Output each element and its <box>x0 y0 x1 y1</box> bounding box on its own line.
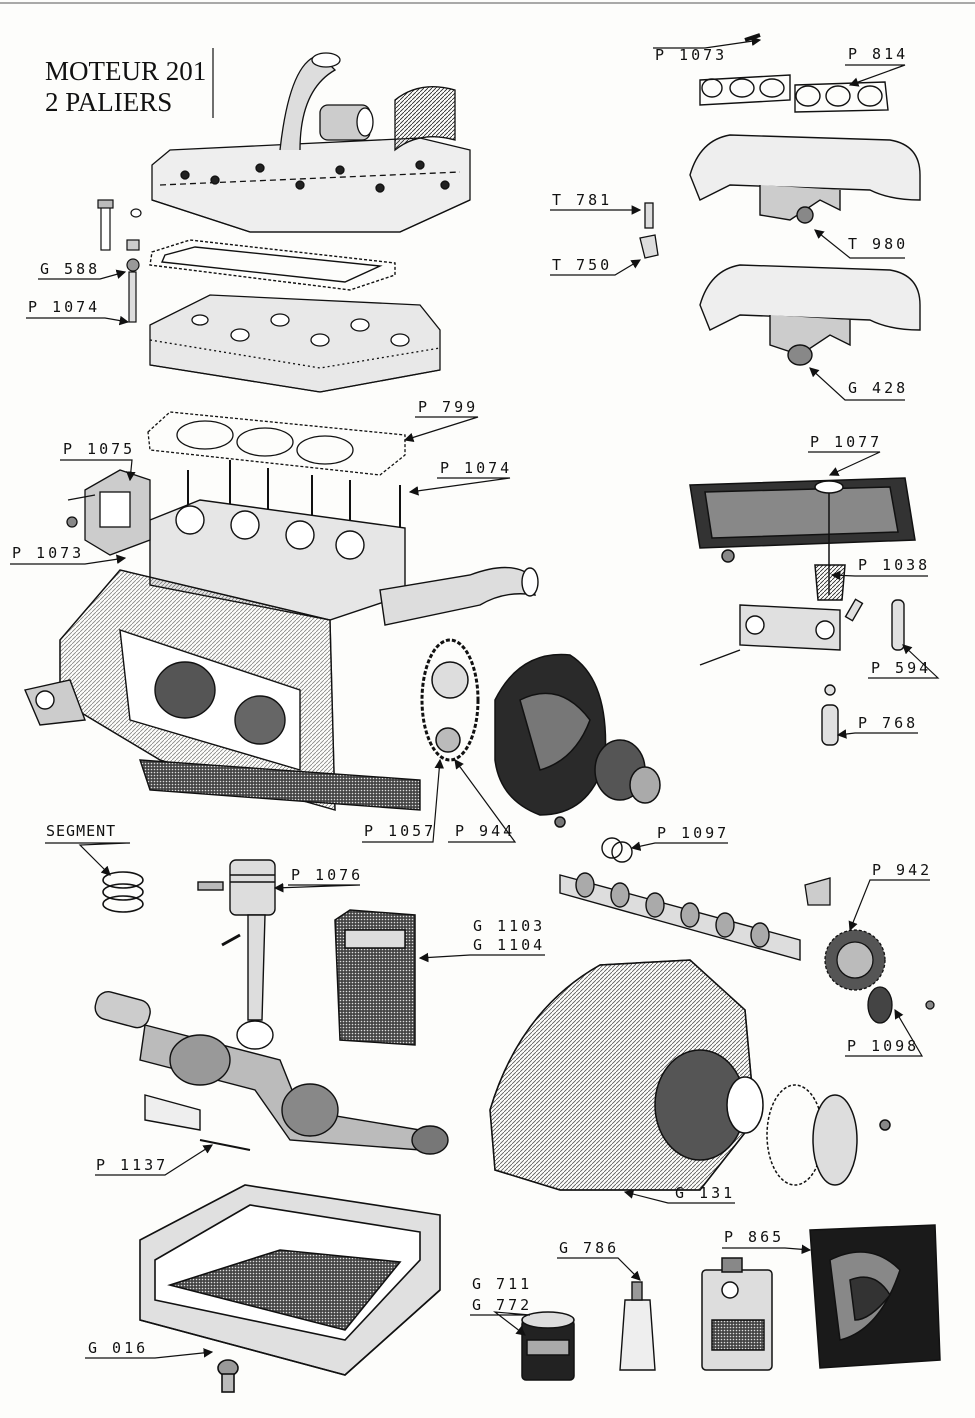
part-label-t980: T 980 <box>848 235 909 253</box>
oil-can-illustration <box>334 909 416 1046</box>
part-label-g1103: G 1103 <box>473 917 546 935</box>
part-label-p1057: P 1057 <box>364 822 437 840</box>
valve-rocker-illustration <box>699 598 905 746</box>
part-label-g016: G 016 <box>88 1339 149 1357</box>
oil-sump-illustration <box>139 1184 441 1393</box>
part-label-p799: P 799 <box>418 398 479 416</box>
part-label-p1137: P 1137 <box>96 1156 169 1174</box>
part-label-g1104: G 1104 <box>473 936 546 954</box>
piston-conrod-illustration <box>197 859 276 1050</box>
part-label-p944: P 944 <box>455 822 516 840</box>
part-label-g711: G 711 <box>472 1275 533 1293</box>
diagram-title-line-2: 2 PALIERS <box>45 87 173 117</box>
exhaust-manifold-illustration <box>689 134 921 224</box>
timing-chain-illustration <box>420 638 480 762</box>
camshaft-illustration <box>559 837 801 961</box>
air-filter-illustration <box>689 477 916 601</box>
grease-tin-illustration <box>521 1311 575 1381</box>
stud-and-nuts-illustration <box>97 199 142 323</box>
bell-housing-illustration <box>489 959 891 1191</box>
cam-sprocket-illustration <box>804 877 935 1024</box>
part-label-g428: G 428 <box>848 379 909 397</box>
part-label-p768: P 768 <box>858 714 919 732</box>
leader-lines <box>10 36 940 1359</box>
part-label-p1076: P 1076 <box>291 866 364 884</box>
oil-tin-illustration <box>701 1257 773 1371</box>
part-label-g588: G 588 <box>40 260 101 278</box>
cylinder-head-illustration <box>149 294 441 393</box>
part-label-p942: P 942 <box>872 861 933 879</box>
part-label-g786: G 786 <box>559 1239 620 1257</box>
part-label-p1074-mid: P 1074 <box>440 459 513 477</box>
part-label-p1077: P 1077 <box>810 433 883 451</box>
diagram-title-line-1: MOTEUR 201 <box>45 56 207 86</box>
sealant-tube-illustration <box>619 1281 656 1371</box>
part-label-p1074-top: P 1074 <box>28 298 101 316</box>
small-pins-illustration <box>639 202 659 259</box>
water-pipe-illustration <box>379 566 539 626</box>
part-label-t750: T 750 <box>552 256 613 274</box>
part-label-t781: T 781 <box>552 191 613 209</box>
part-label-p1098: P 1098 <box>847 1037 920 1055</box>
engine-block-illustration <box>24 499 421 811</box>
part-label-g772: G 772 <box>472 1296 533 1314</box>
intake-manifold-illustration <box>699 264 921 366</box>
rocker-assembly-illustration <box>151 52 471 233</box>
head-gasket-illustration <box>147 411 406 476</box>
part-label-p865: P 865 <box>724 1228 785 1246</box>
gasket-kit-bag-illustration <box>809 1224 941 1369</box>
part-label-p1038: P 1038 <box>858 556 931 574</box>
part-label-p1073-left: P 1073 <box>12 544 85 562</box>
timing-cover-illustration <box>494 653 661 828</box>
part-label-p1097: P 1097 <box>657 824 730 842</box>
manifold-fitting-illustration <box>66 469 151 556</box>
rocker-gasket-illustration <box>149 239 396 291</box>
part-label-g131: G 131 <box>675 1184 736 1202</box>
part-label-p594: P 594 <box>871 659 932 677</box>
piston-rings-illustration <box>102 871 144 913</box>
crankshaft-illustration <box>94 991 449 1155</box>
part-label-segment: SEGMENT <box>46 822 117 840</box>
part-label-p1075: P 1075 <box>63 440 136 458</box>
part-label-p1073-top: P 1073 <box>655 46 728 64</box>
part-label-p814: P 814 <box>848 45 909 63</box>
